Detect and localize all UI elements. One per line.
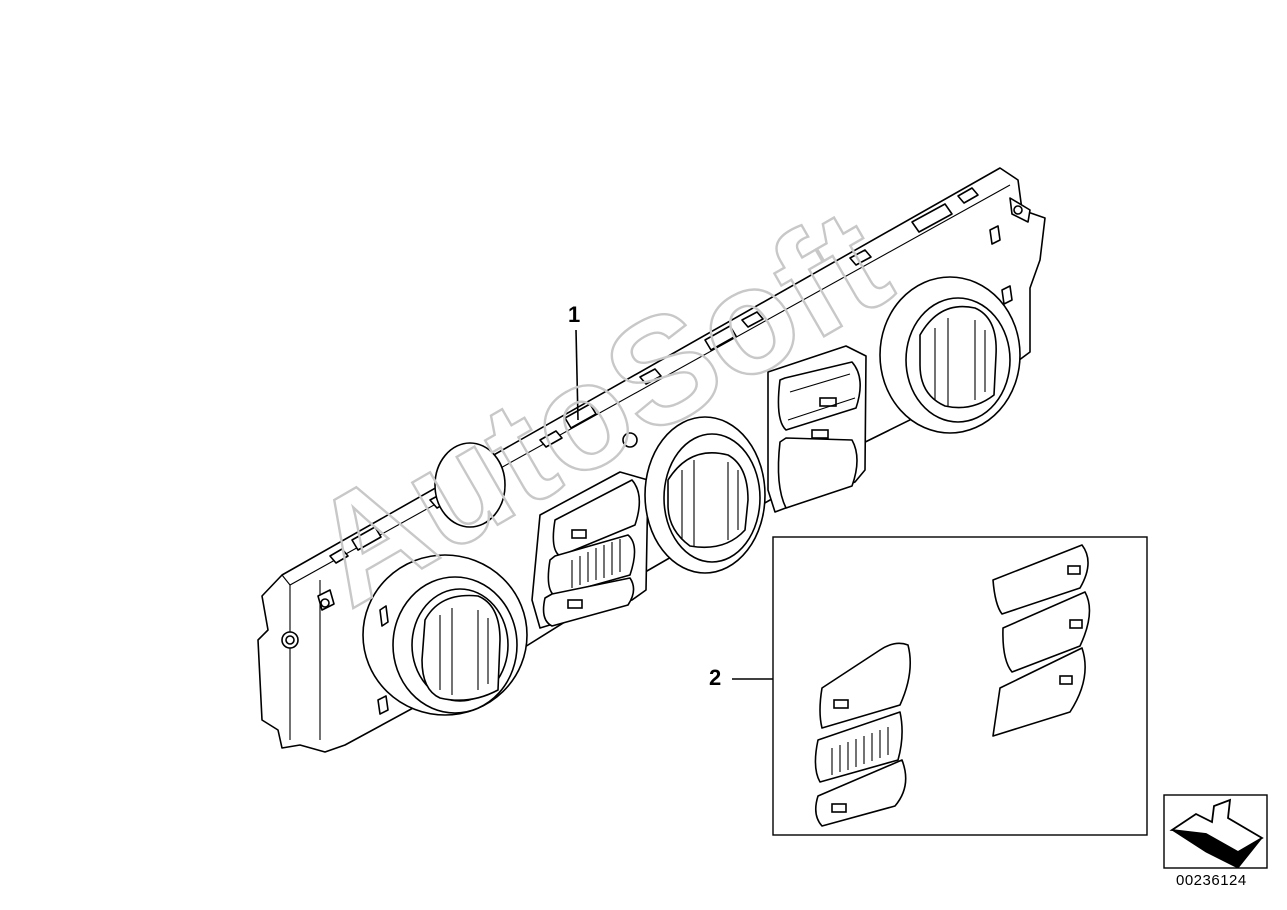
button-set-right [992,544,1091,737]
callout-2: 2 [709,665,773,690]
part-number-badge: 00236124 [1163,794,1268,889]
center-fan-knob [622,416,766,574]
left-button-cluster [531,471,649,629]
right-temperature-knob [879,276,1021,434]
detail-box-part-2 [772,536,1148,836]
callout-2-label: 2 [709,665,721,690]
climate-control-panel-assembly [257,167,1046,753]
left-temperature-knob [362,554,528,716]
button-set-left [814,642,911,827]
direction-arrow-icon [1169,798,1264,869]
right-button-cluster [767,345,867,513]
callout-1-label: 1 [568,302,580,327]
callout-1: 1 [568,302,580,421]
callout-1-leader [575,329,579,421]
part-number-label: 00236124 [1176,872,1247,889]
